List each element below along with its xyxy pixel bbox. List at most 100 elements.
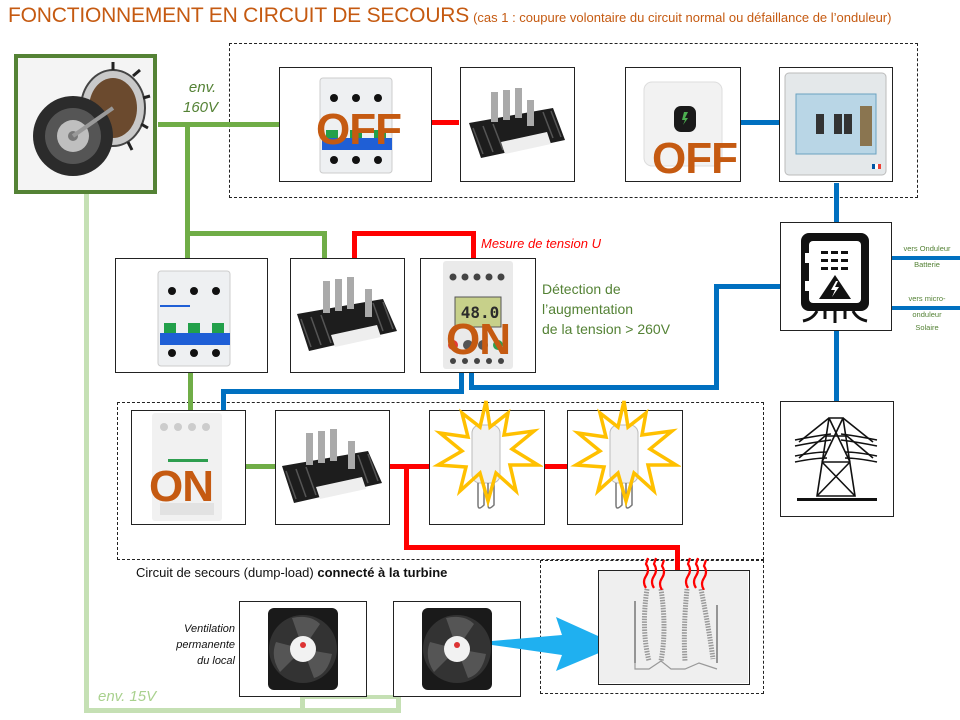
wire-grid: [891, 256, 960, 260]
wire-dc: [404, 545, 680, 550]
relay-breaker[interactable]: [115, 258, 268, 373]
voltage-high-line2: 160V: [183, 99, 219, 116]
contactor[interactable]: [131, 410, 246, 525]
wire-dc: [352, 231, 476, 236]
rectifier-icon: [297, 277, 397, 351]
wire-dc: [388, 464, 432, 469]
diagram-title: FONCTIONNEMENT EN CIRCUIT DE SECOURS(cas…: [8, 4, 891, 28]
dumpload-caption-bold: connecté à la turbine: [317, 565, 448, 580]
inverter-icon: [643, 81, 723, 167]
heating-coil-icon: [599, 571, 748, 683]
voltage-relay-state: ON: [446, 315, 511, 364]
wire-dc: [404, 464, 409, 550]
wire-control: [469, 385, 719, 390]
relay-display: 48.0: [460, 303, 500, 322]
wire-grid: [834, 183, 839, 223]
turbine-box[interactable]: [14, 54, 157, 194]
to-battery-line1: vers Onduleur: [903, 244, 951, 253]
voltage-high-label: env. 160V: [183, 78, 218, 118]
voltage-low-label: env. 15V: [98, 688, 157, 705]
ventilation-line1: Ventilation: [184, 623, 235, 635]
contactor-state: ON: [149, 462, 214, 511]
fan-icon: [268, 608, 338, 690]
ventilation-line2: permanente: [176, 639, 235, 651]
electrical-panel[interactable]: [779, 67, 893, 182]
main-rectifier[interactable]: [460, 67, 575, 182]
airflow-arrow: [492, 617, 618, 671]
to-solar-line3: Solaire: [915, 323, 939, 332]
inverter[interactable]: [625, 67, 741, 182]
dumpload-caption: Circuit de secours (dump-load) connecté …: [136, 565, 447, 580]
relay-rectifier[interactable]: [290, 258, 405, 373]
wire-dc: [352, 231, 357, 259]
normal-circuit-group: [229, 43, 918, 198]
fan-icon: [422, 608, 492, 690]
rectifier-icon: [282, 429, 382, 503]
rectifier-icon: [469, 88, 565, 158]
to-solar-line1: vers micro-: [908, 294, 946, 303]
breaker-icon: [319, 77, 393, 174]
contactor-icon: [152, 413, 222, 521]
detection-label: Détection de l’augmentation de la tensio…: [542, 279, 670, 339]
fan-1[interactable]: [239, 601, 367, 697]
wire-dc: [471, 231, 476, 259]
wire-control: [714, 284, 719, 390]
to-solar-label: vers micro- onduleur Solaire: [897, 292, 957, 334]
heater-group: [540, 560, 764, 694]
wire-low-voltage: [84, 192, 89, 712]
inverter-state: OFF: [652, 134, 738, 183]
detection-line2: l’augmentation: [542, 301, 634, 317]
wire-control: [714, 284, 781, 289]
voltage-high-line1: env.: [188, 79, 217, 96]
wire-control: [459, 372, 464, 394]
ventilation-line3: du local: [197, 655, 235, 667]
wire-ac: [188, 372, 193, 414]
wire-low-voltage: [396, 695, 401, 713]
title-subtitle: (cas 1 : coupure volontaire du circuit n…: [473, 10, 892, 25]
wire-control: [221, 389, 464, 394]
breaker-icon: [157, 270, 231, 367]
title-main: FONCTIONNEMENT EN CIRCUIT DE SECOURS: [8, 4, 470, 27]
wire-ac: [185, 122, 190, 260]
heat-waves-icon: [642, 557, 708, 590]
dumpload-group: [117, 402, 764, 560]
power-pylon-icon: [794, 417, 878, 501]
lamp-flash-icon: [432, 400, 543, 509]
main-breaker[interactable]: [279, 67, 432, 182]
wire-ac: [185, 231, 327, 236]
detection-line1: Détection de: [542, 281, 621, 297]
wire-control: [469, 372, 474, 390]
electric-cabinet-icon: [801, 233, 869, 323]
wire-low-voltage: [84, 708, 400, 713]
wire-grid: [891, 306, 960, 310]
lamp-flash-icon: [570, 400, 681, 509]
grid-pylon[interactable]: [780, 401, 894, 517]
wire-dc: [544, 464, 570, 469]
wire-dc: [675, 545, 680, 571]
dump-rectifier[interactable]: [275, 410, 390, 525]
main-breaker-state: OFF: [316, 105, 402, 154]
voltage-relay[interactable]: 48.0: [420, 258, 536, 373]
heating-elements[interactable]: [598, 570, 750, 685]
wire-control: [221, 389, 226, 414]
wire-low-voltage: [300, 695, 400, 699]
to-solar-line2: onduleur: [912, 310, 942, 319]
measure-label: Mesure de tension U: [481, 236, 601, 251]
fan-2[interactable]: [393, 601, 521, 697]
to-battery-line2: Batterie: [914, 260, 940, 269]
wire-ac: [246, 464, 278, 469]
wire-grid: [834, 330, 839, 402]
dumpload-caption-normal: Circuit de secours (dump-load): [136, 565, 318, 580]
ventilation-label: Ventilation permanente du local: [140, 621, 235, 669]
wire-grid: [740, 120, 780, 125]
halogen-lamp-1[interactable]: [429, 400, 545, 525]
voltage-relay-icon: [443, 261, 513, 369]
turbine-icon: [18, 58, 153, 190]
wire-ac: [322, 231, 327, 259]
halogen-lamp-2[interactable]: [567, 400, 683, 525]
panel-icon: [784, 72, 887, 176]
detection-line3: de la tension > 260V: [542, 321, 671, 337]
distribution-board[interactable]: [780, 222, 892, 331]
wire-low-voltage: [300, 695, 305, 713]
wire-ac: [158, 122, 280, 127]
